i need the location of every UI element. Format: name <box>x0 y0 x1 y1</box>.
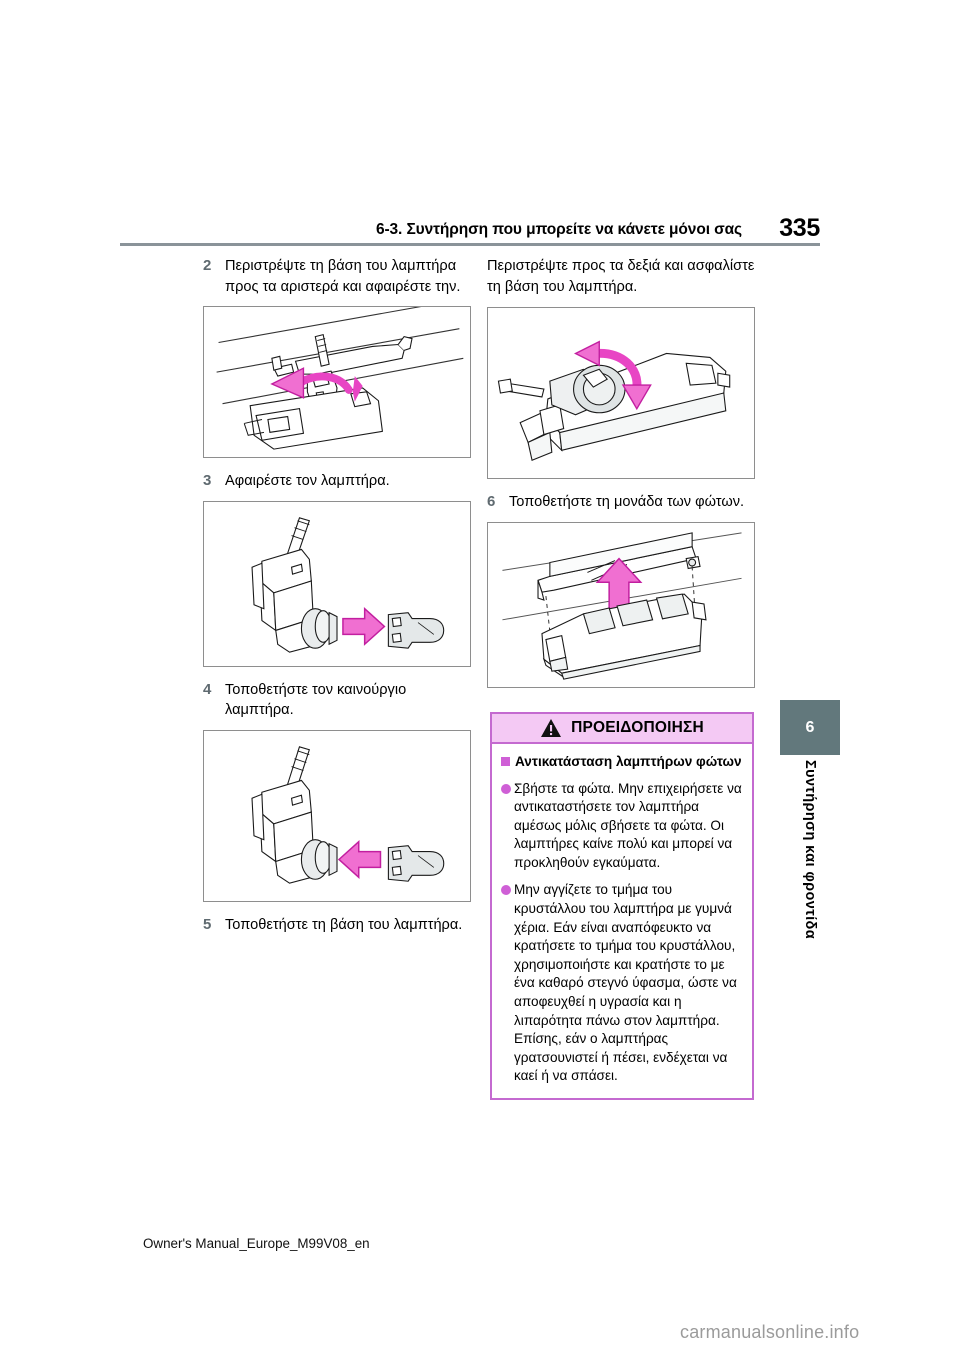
step-item: 5 Τοποθετήστε τη βάση του λαμπτήρα. <box>203 915 475 936</box>
chapter-tab-label-text: Συντήρηση και φροντίδα <box>802 760 818 940</box>
step-number: 6 <box>487 493 496 510</box>
warning-subheading-text: Αντικατάσταση λαμπτήρων φώτων <box>515 754 742 769</box>
header-divider <box>120 243 820 246</box>
step-item: 6 Τοποθετήστε τη μονάδα των φώτων. <box>487 492 759 513</box>
step-text: Τοποθετήστε τη μονάδα των φώτων. <box>509 494 745 510</box>
step-text: Τοποθετήστε τη βάση του λαμπτήρα. <box>225 916 463 933</box>
step-text: Περιστρέψτε τη βάση του λαμπτήρα προς τα… <box>225 258 461 295</box>
step-item: 2 Περιστρέψτε τη βάση του λαμπτήρα προς … <box>203 256 475 297</box>
dot-bullet-icon <box>501 885 511 896</box>
page-header: 6-3. Συντήρηση που μπορείτε να κάνετε μό… <box>120 205 820 245</box>
page-title: 6-3. Συντήρηση που μπορείτε να κάνετε μό… <box>375 221 742 238</box>
warning-item: Μην αγγίζετε το τμήμα του κρυστάλλου του… <box>501 881 742 1086</box>
page-number: 335 <box>779 214 820 242</box>
bulb-base-rotate-left-illustration <box>203 306 471 458</box>
dot-bullet-icon <box>501 783 511 794</box>
step-item: 3 Αφαιρέστε τον λαμπτήρα. <box>203 471 475 492</box>
right-column: Περιστρέψτε προς τα δεξιά και ασφαλίστε … <box>487 256 759 701</box>
intro-paragraph: Περιστρέψτε προς τα δεξιά και ασφαλίστε … <box>487 258 755 295</box>
warning-triangle-icon <box>541 719 562 737</box>
step-item: 4 Τοποθετήστε τον καινούργιο λαμπτήρα. <box>203 680 475 721</box>
step-number: 3 <box>203 472 212 489</box>
step-number: 2 <box>203 257 212 274</box>
site-watermark: carmanualsonline.info <box>680 1322 860 1342</box>
chapter-tab-label: Συντήρηση και φροντίδα <box>780 760 840 1020</box>
warning-header: ΠΡΟΕΙΔΟΠΟΙΗΣΗ <box>492 714 752 744</box>
bulb-insertion-illustration <box>203 729 471 902</box>
left-column: 2 Περιστρέψτε τη βάση του λαμπτήρα προς … <box>203 256 475 944</box>
step-number: 5 <box>203 915 212 933</box>
bulb-base-rotate-right-illustration <box>487 307 755 479</box>
warning-title: ΠΡΟΕΙΔΟΠΟΙΗΣΗ <box>571 719 704 736</box>
step-text: Αφαιρέστε τον λαμπτήρα. <box>225 473 390 489</box>
square-bullet-icon <box>501 757 510 766</box>
warning-subheading: Αντικατάσταση λαμπτήρων φώτων <box>501 753 742 772</box>
warning-item: Σβήστε τα φώτα. Μην επιχειρήσετε να αντι… <box>501 780 742 873</box>
warning-box: ΠΡΟΕΙΔΟΠΟΙΗΣΗ Αντικατάσταση λαμπτήρων φώ… <box>490 712 754 1100</box>
warning-body: Αντικατάσταση λαμπτήρων φώτων Σβήστε τα … <box>492 744 752 1098</box>
warning-item-text: Σβήστε τα φώτα. Μην επιχειρήσετε να αντι… <box>514 780 742 870</box>
step-number: 4 <box>203 680 212 698</box>
warning-item-text: Μην αγγίζετε το τμήμα του κρυστάλλου του… <box>514 882 737 1084</box>
light-unit-install-illustration <box>487 521 755 688</box>
step-text: Τοποθετήστε τον καινούργιο λαμπτήρα. <box>225 681 407 719</box>
bulb-removal-illustration <box>203 500 471 667</box>
footer-file-label: Owner's Manual_Europe_M99V08_en <box>143 1236 370 1251</box>
chapter-tab-number: 6 <box>780 700 840 755</box>
